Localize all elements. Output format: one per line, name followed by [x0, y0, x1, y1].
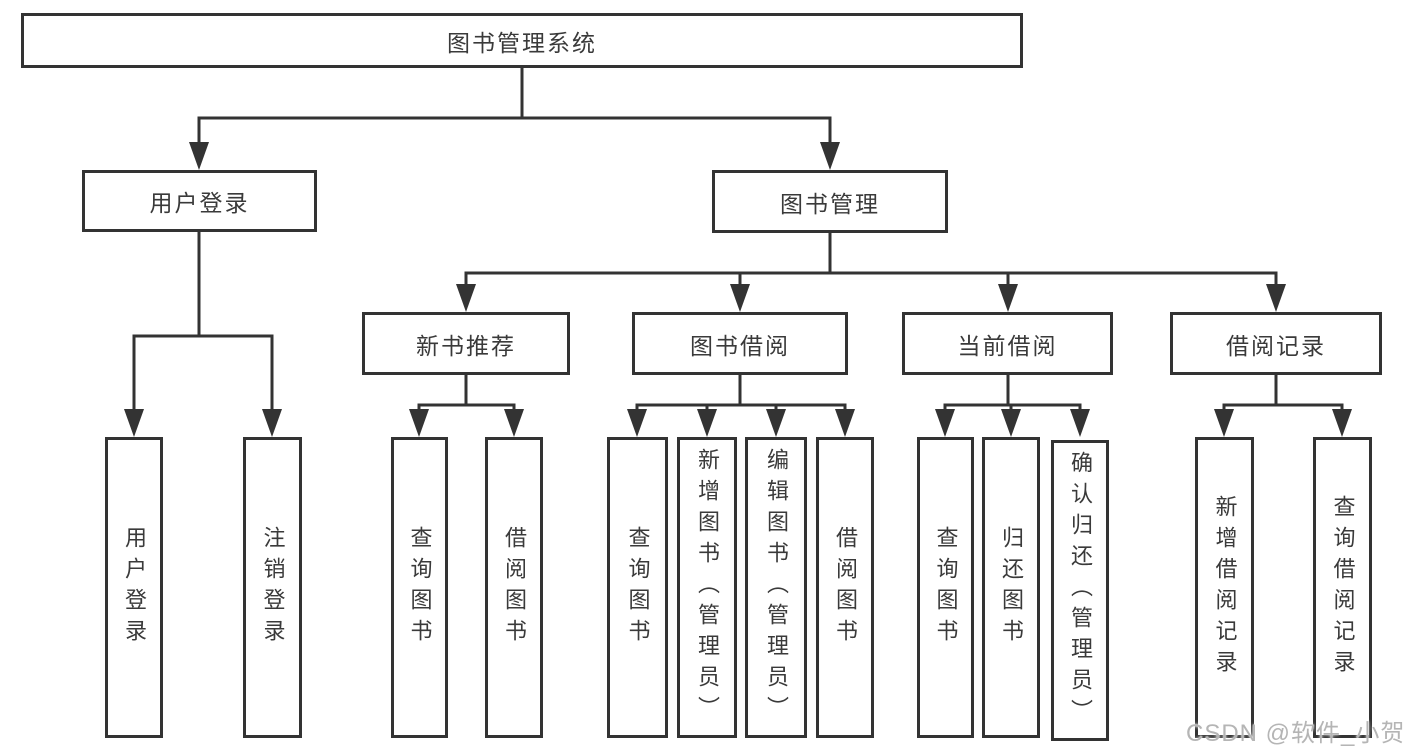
node-leaf-borrow-books-recommend: 借阅图书 — [485, 437, 543, 738]
node-leaf-add-borrow-record: 新增借阅记录 — [1195, 437, 1254, 738]
node-leaf-borrow-books-borrowing: 借阅图书 — [816, 437, 874, 738]
node-leaf-query-borrow-record: 查询借阅记录 — [1313, 437, 1372, 738]
node-leaf-logout: 注销登录 — [243, 437, 302, 738]
node-root: 图书管理系统 — [21, 13, 1023, 68]
node-leaf-confirm-return-admin: 确认归还（管理员） — [1051, 440, 1109, 741]
node-current-borrowing: 当前借阅 — [902, 312, 1113, 375]
node-leaf-query-books-borrowing: 查询图书 — [607, 437, 668, 738]
watermark: CSDN @软件_小贺同学 — [1186, 720, 1405, 747]
node-book-management: 图书管理 — [712, 170, 948, 233]
node-user-login-group: 用户登录 — [82, 170, 317, 232]
node-leaf-query-books-current: 查询图书 — [917, 437, 974, 738]
node-leaf-query-books-recommend: 查询图书 — [391, 437, 448, 738]
node-new-book-recommend: 新书推荐 — [362, 312, 570, 375]
node-leaf-return-books: 归还图书 — [982, 437, 1040, 738]
node-book-borrowing: 图书借阅 — [632, 312, 848, 375]
node-leaf-edit-books-admin: 编辑图书（管理员） — [745, 437, 807, 738]
node-borrow-records: 借阅记录 — [1170, 312, 1382, 375]
node-leaf-user-login: 用户登录 — [105, 437, 163, 738]
node-leaf-add-books-admin: 新增图书（管理员） — [677, 437, 737, 738]
